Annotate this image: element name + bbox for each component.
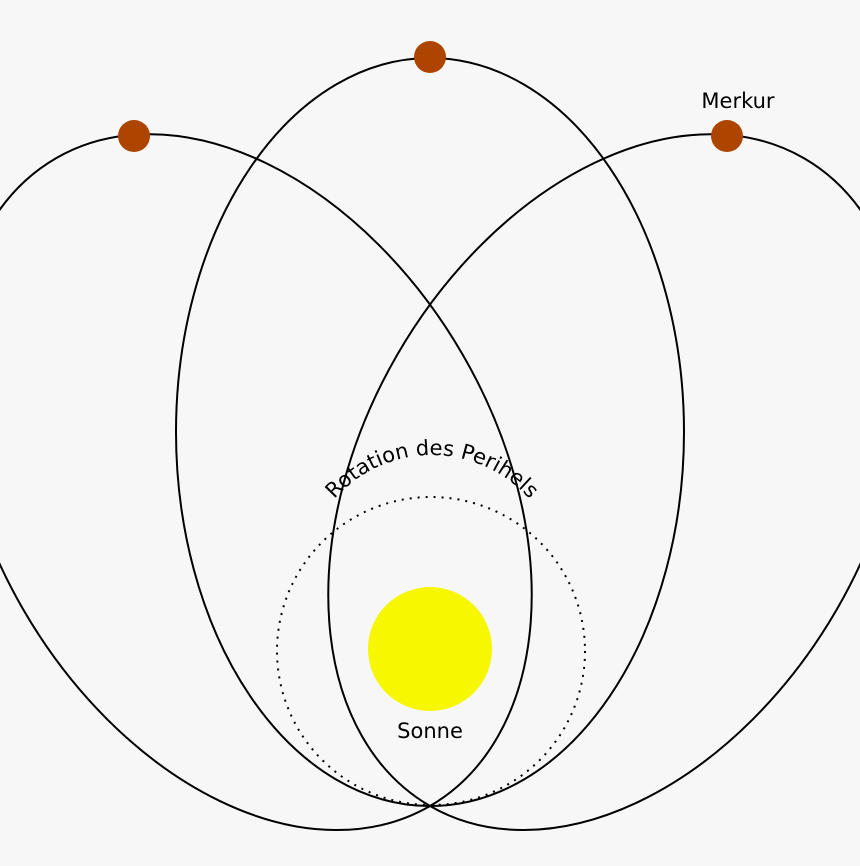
planet-label: Merkur	[701, 89, 774, 113]
sun-label: Sonne	[397, 719, 463, 743]
perihelion-rotation-circle	[276, 496, 586, 806]
orbit-right	[327, 133, 860, 832]
planet-icon-left	[118, 120, 150, 152]
sun-icon	[368, 587, 492, 711]
planet-icon-right	[711, 120, 743, 152]
planet-icon-center	[414, 41, 446, 73]
